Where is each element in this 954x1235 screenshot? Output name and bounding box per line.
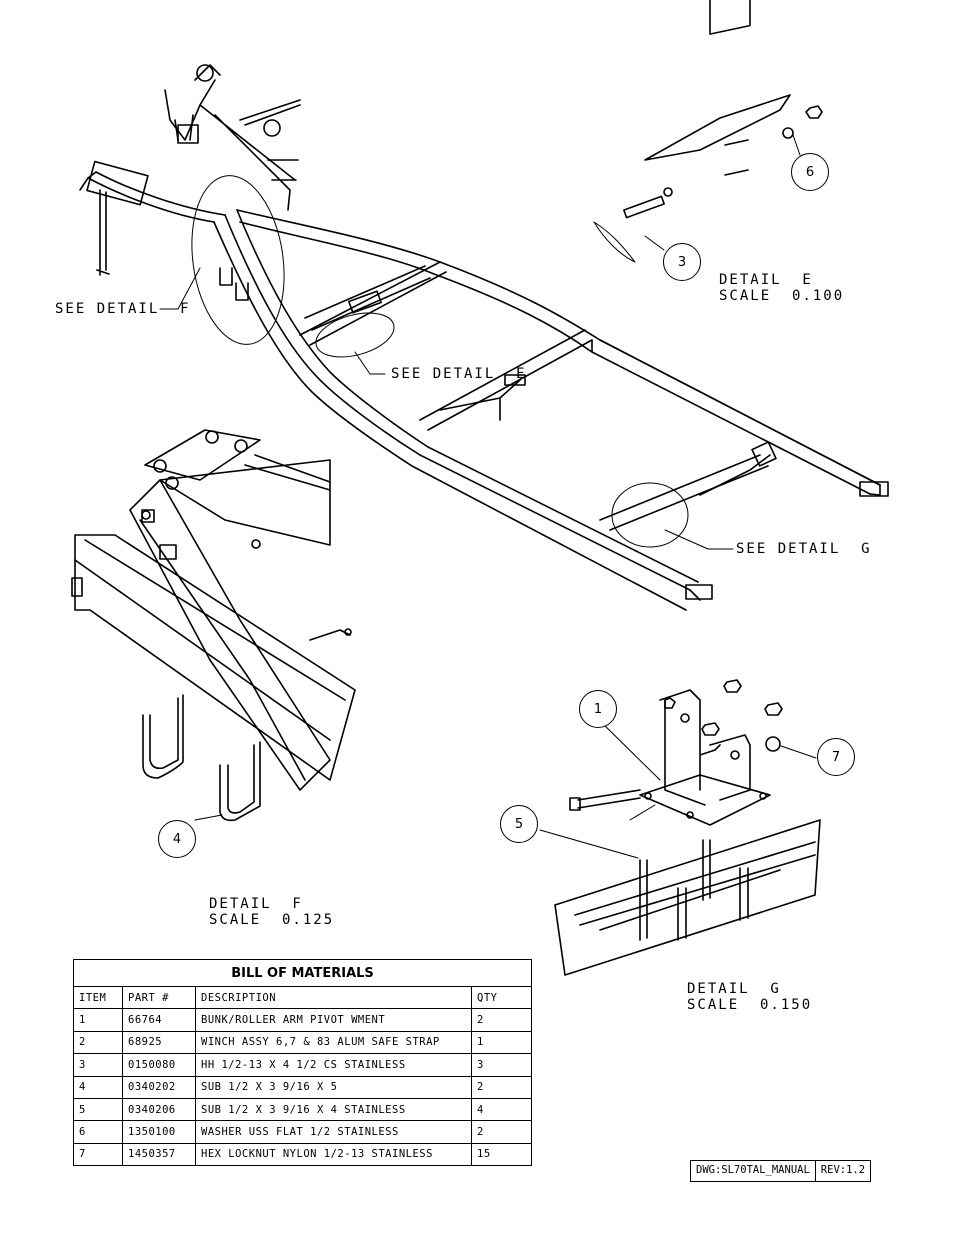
table-row: 7 1450357 HEX LOCKNUT NYLON 1/2-13 STAIN… — [73, 1142, 532, 1167]
bom-qty: 15 — [471, 1142, 532, 1167]
bill-of-materials-table: BILL OF MATERIALS ITEM PART # DESCRIPTIO… — [73, 959, 532, 1167]
bom-header-qty: QTY — [471, 985, 532, 1010]
item-bubble-7: 7 — [817, 738, 855, 776]
bom-qty: 2 — [471, 1075, 532, 1099]
revision-number: REV:1.2 — [814, 1161, 870, 1181]
bom-item: 7 — [73, 1142, 123, 1167]
bom-description: WINCH ASSY 6,7 & 83 ALUM SAFE STRAP — [195, 1030, 472, 1055]
detail-e-scale: SCALE 0.100 — [719, 288, 845, 304]
item-bubble-1: 1 — [579, 690, 617, 728]
bom-qty: 2 — [471, 1008, 532, 1032]
detail-g-scale: SCALE 0.150 — [687, 997, 813, 1013]
bom-part: 68925 — [122, 1030, 196, 1055]
bom-description: BUNK/ROLLER ARM PIVOT WMENT — [195, 1008, 472, 1032]
bom-part: 0340206 — [122, 1097, 196, 1122]
see-detail-e-callout: SEE DETAIL E — [391, 366, 527, 382]
bom-header-part: PART # — [122, 985, 196, 1010]
bom-header-row: ITEM PART # DESCRIPTION QTY — [73, 985, 532, 1010]
detail-leaders — [159, 267, 734, 550]
bom-description: HH 1/2-13 X 4 1/2 CS STAINLESS — [195, 1053, 472, 1077]
bom-part: 66764 — [122, 1008, 196, 1032]
bom-qty: 1 — [471, 1030, 532, 1055]
item-bubble-3: 3 — [663, 243, 701, 281]
see-detail-f-callout: SEE DETAIL F — [55, 301, 191, 317]
table-row: 4 0340202 SUB 1/2 X 3 9/16 X 5 2 — [73, 1075, 532, 1099]
drawing-title-block: DWG:SL70TAL_MANUAL REV:1.2 — [690, 1160, 872, 1182]
bom-title: BILL OF MATERIALS — [73, 959, 532, 987]
bom-item: 1 — [73, 1008, 123, 1032]
bom-description: HEX LOCKNUT NYLON 1/2-13 STAINLESS — [195, 1142, 472, 1167]
bom-part: 1350100 — [122, 1120, 196, 1144]
bom-item: 3 — [73, 1053, 123, 1077]
bom-item: 5 — [73, 1097, 123, 1122]
item-bubble-6: 6 — [791, 153, 829, 191]
detail-g-drawing — [539, 679, 821, 976]
bom-header-item: ITEM — [73, 985, 123, 1010]
item-bubble-4: 4 — [158, 820, 196, 858]
bom-description: SUB 1/2 X 3 9/16 X 5 — [195, 1075, 472, 1099]
bom-part: 0340202 — [122, 1075, 196, 1099]
detail-g-title: DETAIL G — [687, 981, 781, 997]
bom-item: 6 — [73, 1120, 123, 1144]
detail-e-title: DETAIL E — [719, 272, 813, 288]
detail-e-drawing — [593, 0, 823, 263]
table-row: 2 68925 WINCH ASSY 6,7 & 83 ALUM SAFE ST… — [73, 1030, 532, 1055]
bom-part: 0150080 — [122, 1053, 196, 1077]
bom-qty: 2 — [471, 1120, 532, 1144]
bom-description: WASHER USS FLAT 1/2 STAINLESS — [195, 1120, 472, 1144]
detail-f-scale: SCALE 0.125 — [209, 912, 335, 928]
bom-item: 2 — [73, 1030, 123, 1055]
bom-item: 4 — [73, 1075, 123, 1099]
table-row: 6 1350100 WASHER USS FLAT 1/2 STAINLESS … — [73, 1120, 532, 1144]
table-row: 1 66764 BUNK/ROLLER ARM PIVOT WMENT 2 — [73, 1008, 532, 1032]
detail-f-drawing — [71, 429, 356, 822]
bom-qty: 3 — [471, 1053, 532, 1077]
bom-header-description: DESCRIPTION — [195, 985, 472, 1010]
bom-part: 1450357 — [122, 1142, 196, 1167]
bom-qty: 4 — [471, 1097, 532, 1122]
item-bubble-5: 5 — [500, 805, 538, 843]
see-detail-g-callout: SEE DETAIL G — [736, 541, 872, 557]
bom-description: SUB 1/2 X 3 9/16 X 4 STAINLESS — [195, 1097, 472, 1122]
trailer-frame — [79, 64, 889, 611]
drawing-number: DWG:SL70TAL_MANUAL — [696, 1164, 810, 1176]
table-row: 3 0150080 HH 1/2-13 X 4 1/2 CS STAINLESS… — [73, 1053, 532, 1077]
detail-f-title: DETAIL F — [209, 896, 303, 912]
table-row: 5 0340206 SUB 1/2 X 3 9/16 X 4 STAINLESS… — [73, 1097, 532, 1122]
